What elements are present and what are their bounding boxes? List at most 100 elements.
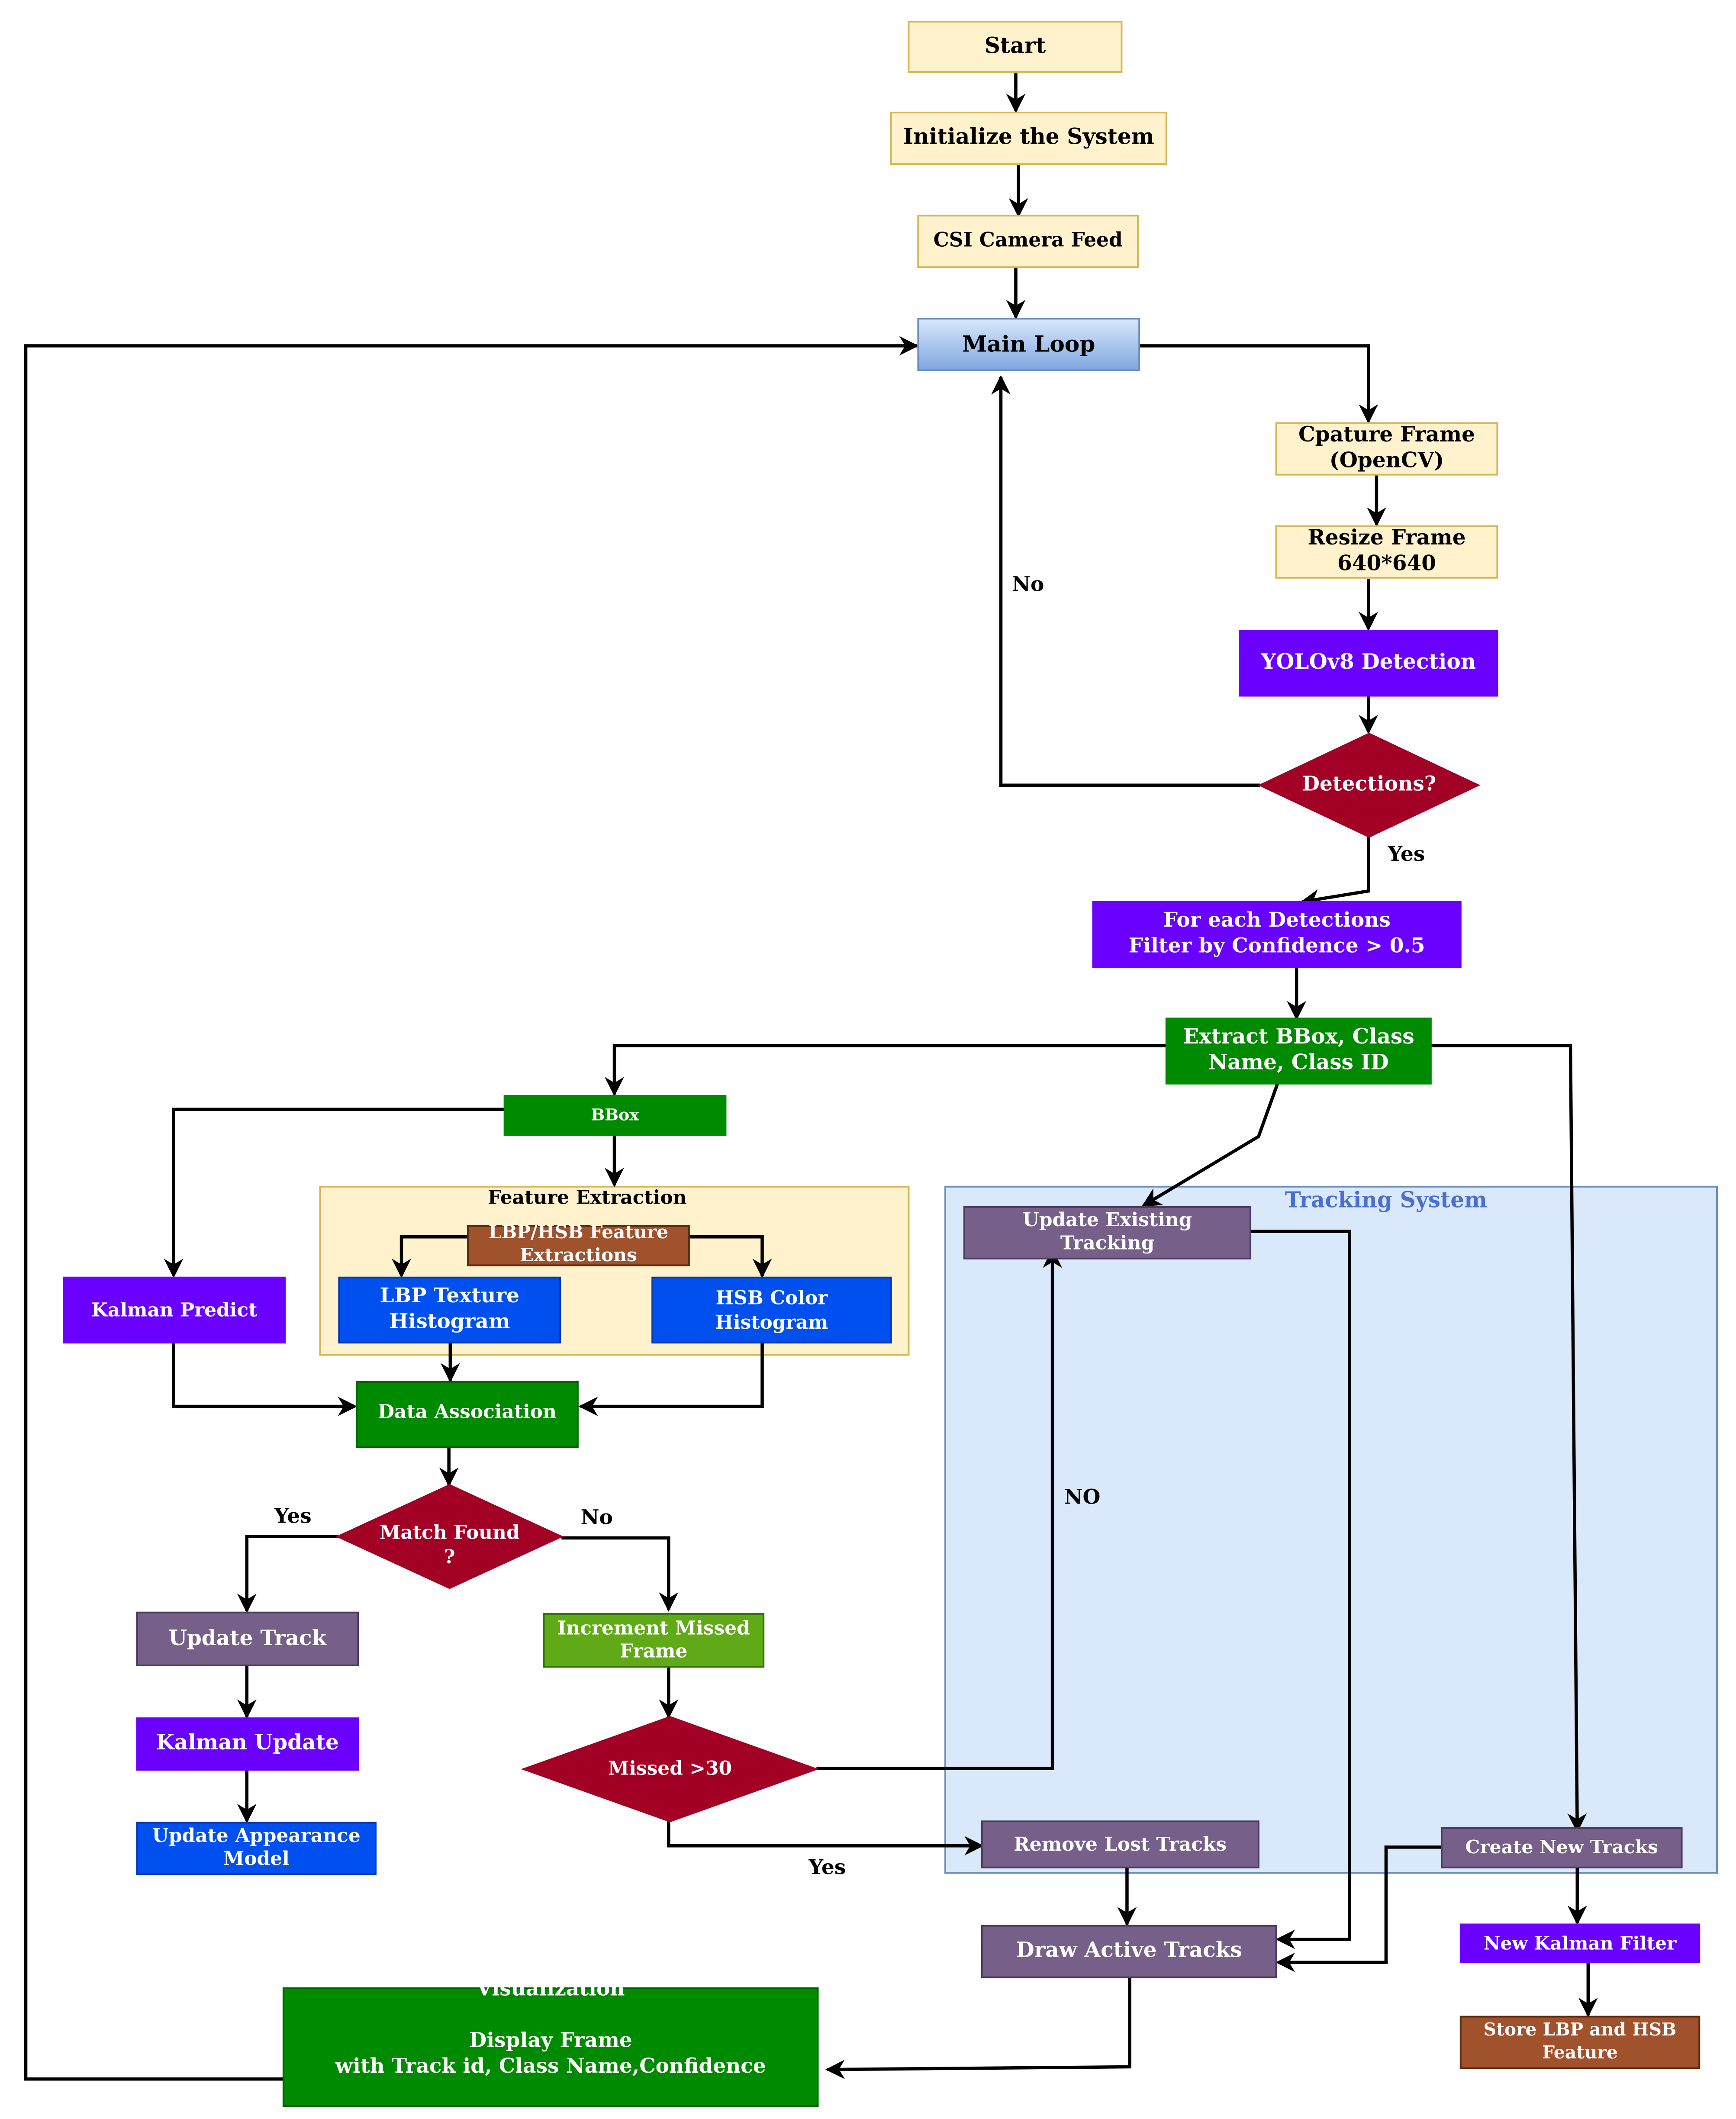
edge-extract-update-existing [1141,1083,1279,1207]
node-filter-line-1: For each Detections [1163,908,1391,932]
node-match-q: Match Found? [335,1484,564,1589]
node-match-q-line-2: ? [444,1546,455,1568]
node-capture-line-2: (OpenCV) [1330,448,1444,472]
node-kalman-predict-line-1: Kalman Predict [91,1299,258,1321]
node-create-new: Create New Tracks [1440,1827,1683,1868]
node-kalman-predict: Kalman Predict [63,1276,286,1344]
edge-label-no-main: No [1012,573,1044,596]
node-init: Initialize the System [890,112,1167,165]
node-missed-q-line-1: Missed >30 [608,1758,732,1780]
node-filter-line-2: Filter by Confidence > 0.5 [1129,934,1425,958]
node-visualization-line-4: with Track id, Class Name,Confidence [335,2054,766,2078]
node-lbp-hist-line-1: LBP Texture [380,1284,519,1307]
edge-kalman-dataassoc [172,1343,358,1416]
node-yolo: YOLOv8 Detection [1239,630,1498,697]
node-update-track-line-1: Update Track [169,1626,327,1650]
node-csi: CSI Camera Feed [917,215,1139,268]
node-bbox: BBox [503,1095,727,1136]
node-create-new-line-1: Create New Tracks [1465,1836,1658,1858]
edge-draw-visualization [825,1977,1131,2079]
edge-lbphsb-lbp [392,1235,468,1278]
edge-lbphsb-hsb [689,1235,772,1278]
node-update-track: Update Track [136,1611,359,1666]
node-start: Start [908,21,1123,73]
node-new-kalman-line-1: New Kalman Filter [1484,1932,1677,1954]
edge-bbox-kalman-predict [164,1108,505,1278]
edge-label-no-match: No [581,1506,613,1530]
node-visualization-line-1: Visualization [476,1977,625,2000]
node-capture: Cpature Frame(OpenCV) [1275,422,1498,476]
node-visualization-line-3: Display Frame [469,2028,632,2052]
node-missed-q: Missed >30 [521,1716,819,1823]
node-lbp-hsb-line-2: Extractions [520,1244,637,1266]
edge-match-no [561,1536,679,1612]
node-store-lbp-line-1: Store LBP and HSB [1484,2019,1677,2040]
node-store-lbp-line-2: Feature [1542,2042,1618,2063]
edge-match-yes [237,1535,338,1613]
node-hsb-hist-line-2: Histogram [715,1311,828,1333]
node-main-loop: Main Loop [917,318,1140,371]
node-update-appearance-line-2: Model [223,1848,290,1870]
node-init-line-1: Initialize the System [903,124,1154,149]
node-data-assoc-line-1: Data Association [378,1401,557,1423]
node-increment-missed-line-2: Frame [620,1640,687,1662]
edges-layer [24,73,1598,2081]
node-extract-line-2: Name, Class ID [1208,1050,1389,1075]
feature-extraction-group-title: Feature Extraction [488,1187,687,1209]
node-increment-missed-line-1: Increment Missed [557,1617,750,1639]
edge-updateexisting-draw [1250,1230,1351,1949]
node-hsb-hist-line-1: HSB Color [716,1287,828,1309]
edge-label-yes-match: Yes [274,1504,312,1528]
node-kalman-update: Kalman Update [136,1717,359,1771]
node-lbp-hsb-line-1: LBP/HSB Feature [489,1221,668,1243]
node-start-line-1: Start [985,33,1046,58]
node-capture-line-1: Cpature Frame [1298,422,1475,447]
node-kalman-update-line-1: Kalman Update [156,1730,339,1755]
node-resize-line-1: Resize Frame [1308,525,1465,550]
edge-createnew-draw [1275,1845,1442,1972]
edge-visualization-main [24,336,919,2081]
edge-hsb-dataassoc [578,1343,764,1416]
node-extract-line-1: Extract BBox, Class [1183,1024,1414,1049]
node-draw-active: Draw Active Tracks [981,1925,1277,1978]
edge-label-yes-detect: Yes [1388,842,1425,866]
node-detections-q: Detections? [1258,733,1481,838]
edge-missed-no [816,1248,1063,1770]
node-lbp-hist-line-2: Histogram [389,1310,510,1333]
node-update-existing-line-1: Update Existing [1023,1209,1192,1231]
edge-main-capture [1139,344,1378,424]
node-main-loop-line-1: Main Loop [962,331,1095,357]
node-resize-line-2: 640*640 [1337,551,1436,576]
edge-extract-bbox [604,1044,1166,1097]
tracking-system-group: Tracking System [944,1185,1718,1874]
node-new-kalman: New Kalman Filter [1459,1923,1701,1964]
node-remove-lost-line-1: Remove Lost Tracks [1014,1833,1227,1855]
edge-label-yes-missed: Yes [808,1855,846,1879]
node-detections-q-line-1: Detections? [1302,772,1436,795]
node-yolo-line-1: YOLOv8 Detection [1260,649,1476,674]
edge-label-no-missed: NO [1064,1485,1101,1509]
tracking-system-group-title: Tracking System [1285,1187,1487,1212]
node-match-q-line-1: Match Found [380,1521,520,1543]
edge-detections-yes [1300,837,1370,909]
edge-extract-create-new [1430,1044,1587,1833]
node-draw-active-line-1: Draw Active Tracks [1016,1938,1242,1962]
node-update-existing-line-2: Tracking [1060,1232,1154,1254]
edge-detections-no [991,375,1260,787]
node-data-assoc: Data Association [356,1381,579,1448]
node-bbox-line-1: BBox [591,1105,640,1124]
node-update-appearance-line-1: Update Appearance [152,1825,361,1847]
